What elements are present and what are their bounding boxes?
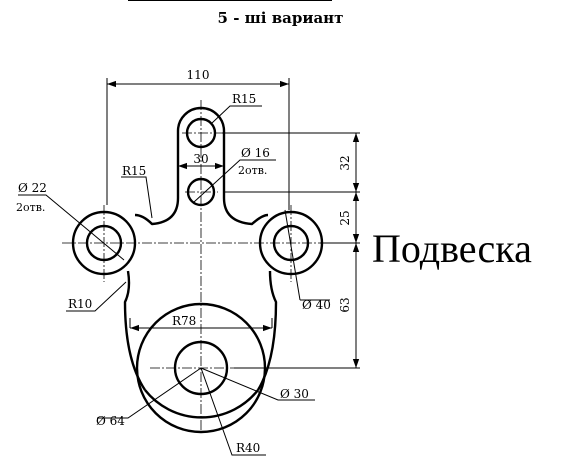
- middle-hole: [186, 177, 216, 207]
- dim-30: 30: [193, 152, 208, 166]
- left-flank: [123, 270, 146, 391]
- dim-d16: Ø 16: [241, 146, 270, 160]
- dim-r10: R10: [68, 297, 92, 311]
- dim-holes-16: 2отв.: [238, 164, 267, 177]
- top-hole: [185, 117, 217, 149]
- center-lines: [62, 100, 340, 430]
- dim-r78: R78: [172, 314, 196, 328]
- dim-r15-left: R15: [122, 164, 146, 178]
- lower-hole: [173, 340, 229, 396]
- variant-title: 5 - ші вариант: [217, 9, 344, 27]
- dim-110: 110: [187, 68, 210, 82]
- dim-r15-top: R15: [232, 92, 256, 106]
- top-lobe-arc: [176, 106, 226, 132]
- dim-holes-22: 2отв.: [16, 201, 45, 214]
- dim-25: 25: [338, 210, 352, 225]
- right-flank: [256, 270, 278, 391]
- dimension-lines: [18, 78, 360, 456]
- dimension-labels: 110 R15 30 Ø 16 2отв. R15 Ø 22 2отв. 32 …: [16, 68, 352, 455]
- right-lug-hole: [272, 224, 310, 262]
- dim-32: 32: [338, 155, 352, 170]
- dim-d64: Ø 64: [96, 414, 125, 428]
- dim-r40: R40: [236, 441, 260, 455]
- right-neck: [222, 131, 269, 226]
- left-neck: [134, 131, 180, 226]
- left-lug-boss: [71, 210, 137, 276]
- dim-63: 63: [338, 297, 352, 312]
- header-rule: [128, 0, 332, 1]
- drawing-title: Подвеска: [372, 226, 532, 271]
- dim-d40: Ø 40: [302, 298, 331, 312]
- dim-d30: Ø 30: [280, 387, 309, 401]
- dim-d22: Ø 22: [18, 181, 47, 195]
- bottom-arc: [144, 389, 259, 419]
- left-lug-hole: [85, 224, 123, 262]
